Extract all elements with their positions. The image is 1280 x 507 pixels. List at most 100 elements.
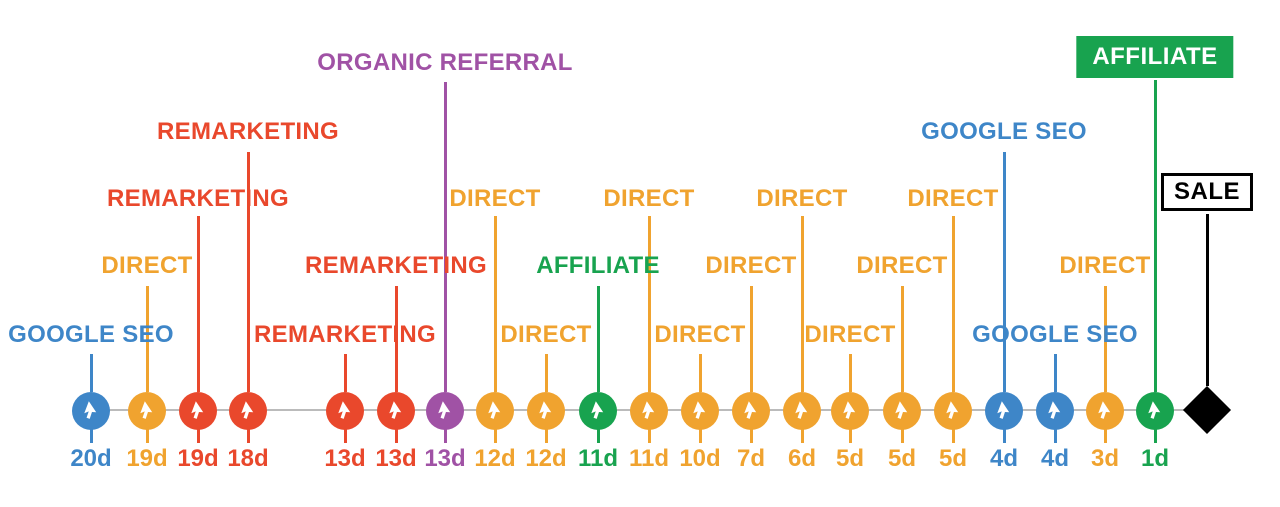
touchpoint-circle	[579, 392, 617, 430]
touchpoint-stub-line	[443, 429, 447, 443]
touchpoint-channel-label: DIRECT	[804, 321, 896, 348]
touchpoint-circle	[783, 392, 821, 430]
touchpoint-stub-line	[1002, 429, 1006, 443]
touchpoint-connector-line	[1103, 286, 1107, 392]
touchpoint-channel-label: GOOGLE SEO	[8, 321, 174, 348]
touchpoint-channel-label: DIRECT	[705, 252, 797, 279]
cursor-icon	[241, 401, 254, 419]
touchpoint-stub-line	[848, 429, 852, 443]
cursor-icon	[946, 401, 959, 419]
touchpoint-stub-line	[749, 429, 753, 443]
touchpoint-channel-label: DIRECT	[449, 185, 541, 212]
touchpoint-days-label: 13d	[424, 445, 466, 472]
touchpoint-circle	[1136, 392, 1174, 430]
touchpoint-channel-label: DIRECT	[856, 252, 948, 279]
touchpoint-channel-label: ORGANIC REFERRAL	[317, 49, 573, 76]
cursor-icon	[693, 401, 706, 419]
touchpoint-circle	[179, 392, 217, 430]
touchpoint-days-label: 10d	[679, 445, 721, 472]
touchpoint-circle	[1036, 392, 1074, 430]
touchpoint-stub-line	[145, 429, 149, 443]
touchpoint-days-label: 7d	[736, 445, 766, 472]
cursor-icon	[539, 401, 552, 419]
sale-connector-line	[1205, 214, 1209, 386]
touchpoint-channel-label: DIRECT	[603, 185, 695, 212]
cursor-icon	[140, 401, 153, 419]
diamond-icon	[1182, 385, 1232, 435]
touchpoint-connector-line	[246, 152, 250, 392]
cursor-icon	[997, 401, 1010, 419]
touchpoint-circle	[426, 392, 464, 430]
touchpoint-stub-line	[343, 429, 347, 443]
touchpoint-stub-line	[89, 429, 93, 443]
touchpoint-days-label: 5d	[835, 445, 865, 472]
touchpoint-stub-line	[394, 429, 398, 443]
touchpoint-channel-label: DIRECT	[654, 321, 746, 348]
touchpoint-circle	[229, 392, 267, 430]
touchpoint-connector-line	[196, 216, 200, 392]
touchpoint-circle	[681, 392, 719, 430]
touchpoint-stub-line	[493, 429, 497, 443]
touchpoint-channel-label: REMARKETING	[107, 185, 289, 212]
touchpoint-days-label: 11d	[628, 445, 670, 472]
touchpoint-days-label: 5d	[938, 445, 968, 472]
touchpoint-channel-label: REMARKETING	[254, 321, 436, 348]
touchpoint-stub-line	[596, 429, 600, 443]
touchpoint-connector-line	[394, 286, 398, 392]
touchpoint-days-label: 12d	[474, 445, 516, 472]
touchpoint-connector-line	[951, 216, 955, 392]
touchpoint-stub-line	[900, 429, 904, 443]
touchpoint-circle	[985, 392, 1023, 430]
touchpoint-circle	[128, 392, 166, 430]
touchpoint-channel-label: GOOGLE SEO	[972, 321, 1138, 348]
touchpoint-days-label: 13d	[324, 445, 366, 472]
touchpoint-connector-line	[343, 354, 347, 392]
touchpoint-channel-label: DIRECT	[101, 252, 193, 279]
touchpoint-stub-line	[1103, 429, 1107, 443]
touchpoint-connector-line	[443, 82, 447, 392]
touchpoint-channel-label: REMARKETING	[305, 252, 487, 279]
cursor-icon	[84, 401, 97, 419]
touchpoint-connector-line	[544, 354, 548, 392]
touchpoint-channel-label: DIRECT	[500, 321, 592, 348]
touchpoint-connector-line	[749, 286, 753, 392]
touchpoint-connector-line	[89, 354, 93, 392]
touchpoint-days-label: 5d	[887, 445, 917, 472]
touchpoint-circle	[527, 392, 565, 430]
touchpoint-stub-line	[800, 429, 804, 443]
cursor-icon	[642, 401, 655, 419]
cursor-icon	[1148, 401, 1161, 419]
touchpoint-connector-line	[596, 286, 600, 392]
touchpoint-days-label: 19d	[177, 445, 219, 472]
touchpoint-connector-line	[1002, 152, 1006, 392]
cursor-icon	[895, 401, 908, 419]
touchpoint-circle	[72, 392, 110, 430]
touchpoint-stub-line	[1153, 429, 1157, 443]
touchpoint-connector-line	[800, 216, 804, 392]
touchpoint-connector-line	[647, 216, 651, 392]
cursor-icon	[591, 401, 604, 419]
touchpoint-connector-line	[848, 354, 852, 392]
cursor-icon	[843, 401, 856, 419]
touchpoint-circle	[831, 392, 869, 430]
touchpoint-circle	[326, 392, 364, 430]
touchpoint-days-label: 19d	[126, 445, 168, 472]
touchpoint-days-label: 6d	[787, 445, 817, 472]
touchpoint-channel-label: REMARKETING	[157, 118, 339, 145]
touchpoint-circle	[630, 392, 668, 430]
cursor-icon	[488, 401, 501, 419]
cursor-icon	[1098, 401, 1111, 419]
touchpoint-connector-line	[1053, 354, 1057, 392]
touchpoint-connector-line	[698, 354, 702, 392]
touchpoint-days-label: 4d	[1040, 445, 1070, 472]
touchpoint-channel-label: DIRECT	[1059, 252, 1151, 279]
touchpoint-channel-label: DIRECT	[756, 185, 848, 212]
sale-label-box: SALE	[1160, 173, 1254, 211]
cursor-icon	[191, 401, 204, 419]
touchpoint-connector-line	[145, 286, 149, 392]
touchpoint-days-label: 1d	[1140, 445, 1170, 472]
sale-label: SALE	[1173, 178, 1241, 205]
touchpoint-circle	[377, 392, 415, 430]
touchpoint-days-label: 11d	[577, 445, 619, 472]
